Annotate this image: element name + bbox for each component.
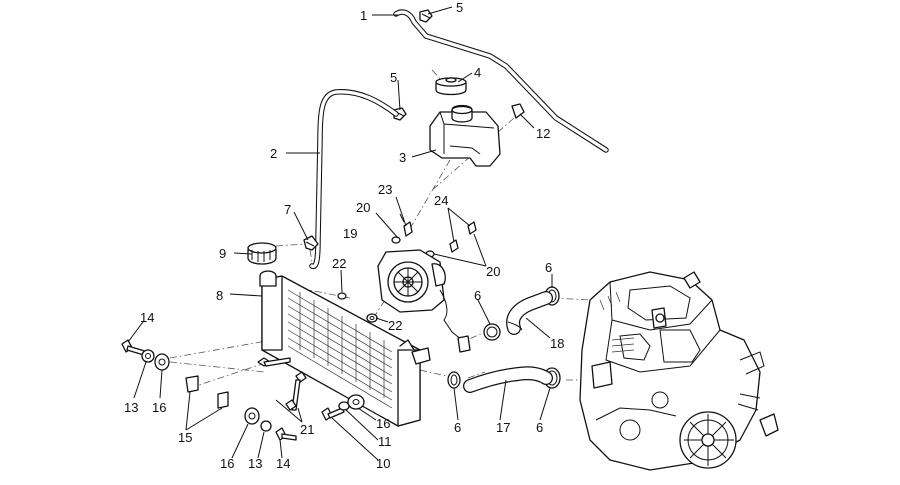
callout-13-bottom: 13 [248, 456, 262, 471]
callout-5-mid: 5 [390, 70, 397, 85]
callout-17: 17 [496, 420, 510, 435]
callout-11: 11 [378, 434, 392, 449]
callout-6-lower-right: 6 [536, 420, 543, 435]
part-6-clamp-lower-left [447, 371, 461, 389]
callout-2: 2 [270, 146, 277, 161]
callout-6-top-right: 6 [545, 260, 552, 275]
callout-10: 10 [376, 456, 390, 471]
callout-16-right: 16 [376, 416, 390, 431]
part-18-elbow-hose [506, 291, 553, 335]
part-16-grommet-right [347, 394, 365, 410]
part-21-bolts [257, 357, 307, 411]
part-8-radiator [259, 270, 431, 427]
part-3-expansion-tank [429, 104, 501, 167]
callout-labels: 1 5 4 5 12 2 3 23 24 7 20 19 20 9 22 6 8… [124, 0, 564, 471]
callout-18: 18 [550, 336, 564, 351]
part-17-radiator-hose [463, 366, 553, 393]
part-24-fasteners [449, 221, 477, 253]
callout-7: 7 [284, 202, 291, 217]
part-13-bushing-left [141, 349, 155, 363]
part-16-grommet-left [154, 353, 170, 371]
callout-15: 15 [178, 430, 192, 445]
callout-20-left: 20 [356, 200, 370, 215]
callout-16-left: 16 [152, 400, 166, 415]
callout-leader-lines [127, 6, 553, 461]
callout-12: 12 [536, 126, 550, 141]
callout-24: 24 [434, 193, 448, 208]
callout-19: 19 [343, 226, 357, 241]
callout-23: 23 [378, 182, 392, 197]
part-15-brackets [185, 375, 229, 409]
callout-14-left: 14 [140, 310, 154, 325]
callout-8: 8 [216, 288, 223, 303]
part-4-expansion-tank-cap [435, 77, 467, 96]
callout-22-top: 22 [332, 256, 346, 271]
callout-4: 4 [474, 65, 481, 80]
callout-22-bottom: 22 [388, 318, 402, 333]
part-2-overflow-hose [309, 89, 399, 270]
callout-3: 3 [399, 150, 406, 165]
callout-16-bottom: 16 [220, 456, 234, 471]
part-14-bolt-bottom [275, 427, 297, 441]
callout-9: 9 [219, 246, 226, 261]
callout-14-bottom: 14 [276, 456, 290, 471]
callout-1: 1 [360, 8, 367, 23]
callout-5-top: 5 [456, 0, 463, 15]
part-19-cooling-fan [377, 249, 471, 353]
part-5-clip-mid [393, 107, 407, 121]
part-16-grommet-bottom [244, 407, 260, 425]
part-10-bolt [321, 407, 345, 421]
part-5-clip-top [419, 9, 433, 23]
engine-block [579, 271, 779, 471]
callout-21: 21 [300, 422, 314, 437]
callout-13-left: 13 [124, 400, 138, 415]
part-6-clamp-mid [483, 323, 501, 341]
callout-6-lower-left: 6 [454, 420, 461, 435]
callout-20-right: 20 [486, 264, 500, 279]
part-12-clip [511, 103, 525, 119]
callout-6-mid: 6 [474, 288, 481, 303]
part-9-radiator-cap [247, 242, 277, 265]
part-1-breather-hose [393, 9, 609, 153]
part-13-bushing-bottom [260, 420, 272, 432]
